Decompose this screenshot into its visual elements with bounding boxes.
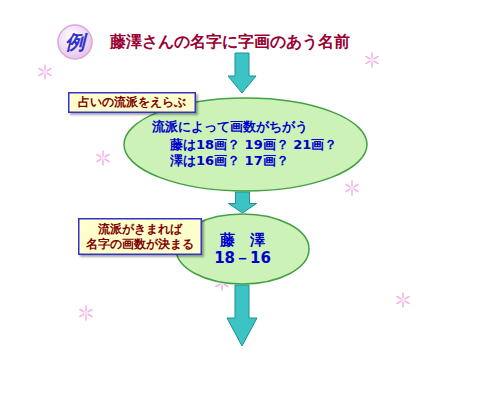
node-text: 藤は18画？ 19画？ 21画？ [170,137,337,153]
node-text: 藤 澤 [220,231,265,249]
flow-arrow [227,285,257,346]
callout-box: 占いの流派をえらぶ [68,92,196,113]
outline-shape [124,98,367,191]
snowflake [97,151,109,165]
outline-shape [79,219,202,255]
flow-arrow [229,192,257,213]
snowflake [39,65,51,79]
diagram-title: 藤澤さんの名字に字画のあう名前 [110,32,350,53]
node-text: 流派によって画数がちがう [152,119,308,135]
example-badge: 例 [57,24,93,60]
node-text: 流派がきまれば 名字の画数が決まる [82,222,198,252]
snowflake [397,293,409,307]
snowflake [80,306,92,320]
node-text: 澤は16画？ 17画？ [170,153,289,169]
node-text: 例 [65,31,85,54]
node-text: 占いの流派をえらぶ [78,95,186,110]
flow-arrow [228,53,256,93]
callout-box: 流派がきまれば 名字の画数が決まる [78,218,202,255]
snowflake [346,181,358,195]
outline-shape [69,93,196,113]
snowflake [366,53,378,67]
outline-shape [58,25,92,59]
node-text: 18－16 [214,249,271,267]
outline-shape [176,214,309,284]
